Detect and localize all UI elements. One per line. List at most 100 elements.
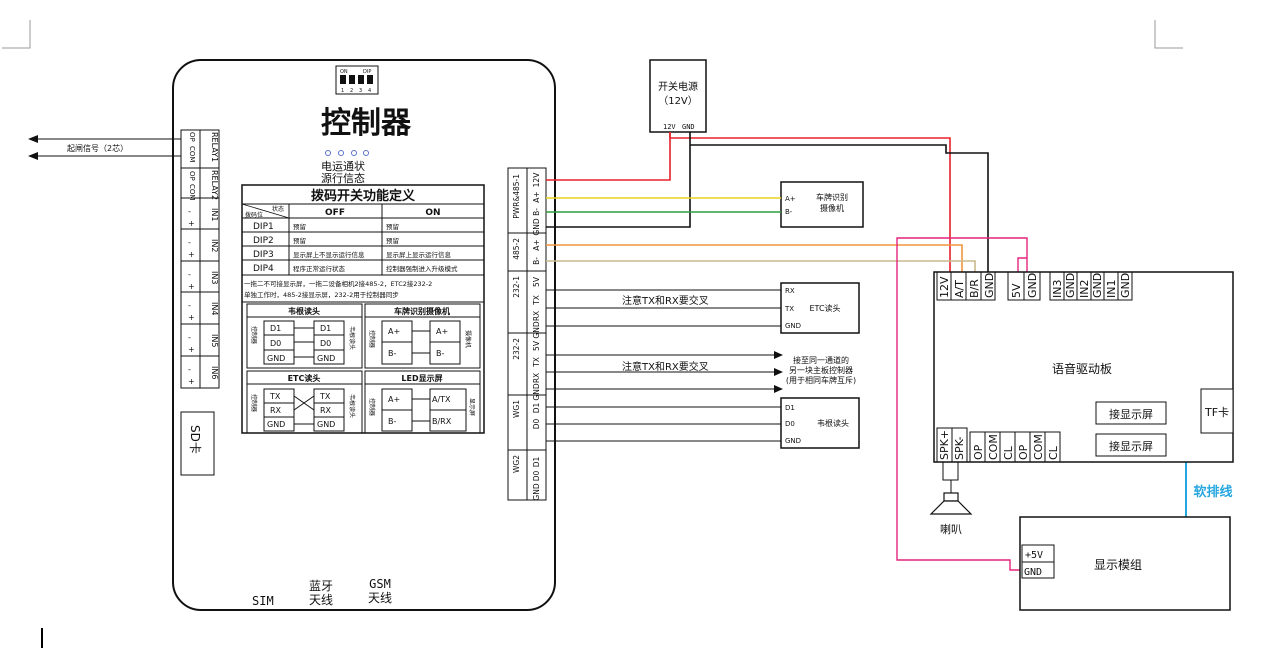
controller-title: 控制器 xyxy=(321,106,412,141)
term-pin-rx1: RX xyxy=(532,311,541,321)
mini-wg-dev: 韦根读头 xyxy=(348,326,356,350)
dip-note-line1: 一拖二不可接显示屏，一拖二设备相机2接485-2，ETC2接232-2 xyxy=(244,279,432,288)
mini-wg-ctrl: 控制器 xyxy=(250,326,258,344)
status-label-line1: 电运通状 xyxy=(321,159,365,173)
tf-card-slot xyxy=(1200,388,1234,434)
voice-pin-cl2: CL xyxy=(1047,445,1060,460)
dip-col-on: ON xyxy=(425,208,440,218)
mini-wg-l1: D0 xyxy=(270,339,281,348)
left-terminal-strip xyxy=(180,129,220,389)
voice-board-title: 语音驱动板 xyxy=(1052,361,1112,376)
mini-wg-l2: GND xyxy=(267,354,285,363)
term-pin-gnd-232: GND xyxy=(532,321,541,338)
term-pin-wg2-d1: D1 xyxy=(532,456,541,467)
in2-minus: - xyxy=(188,238,191,247)
camera-pin-a: A+ xyxy=(785,195,796,203)
term-group-5: WG1 xyxy=(512,400,521,418)
input-labels: IN1 IN2 IN3 IN4 IN5 IN6 xyxy=(210,208,219,379)
voice-pin-op2: OP xyxy=(1017,444,1030,460)
camera-label-2: 摄像机 xyxy=(820,203,844,213)
mini-cam-title: 车牌识别摄像机 xyxy=(394,306,450,316)
display-port-1-label: 接显示屏 xyxy=(1109,408,1153,421)
mini-cam-r1: B- xyxy=(436,349,444,358)
etc-pin-rx: RX xyxy=(785,287,795,295)
relay2-label: RELAY2 xyxy=(210,170,219,200)
display-pin-5v: +5V xyxy=(1025,550,1043,561)
relay1-label: RELAY1 xyxy=(210,132,219,162)
dip1-off: 预留 xyxy=(293,222,306,231)
display-port-2-label: 接显示屏 xyxy=(1109,440,1153,453)
mini-wg-r1: D0 xyxy=(320,339,331,348)
dip-corner-top: 状态 xyxy=(272,205,284,213)
voice-pin-in1: IN1 xyxy=(1105,280,1118,298)
relay2-op: OP xyxy=(188,171,196,181)
etc-label: ETC读头 xyxy=(809,303,840,313)
term-pin-b1: B- xyxy=(532,208,541,216)
wg-label: 韦根读头 xyxy=(817,418,849,428)
term-pin-wg1-d0: D0 xyxy=(532,418,541,429)
voice-pin-in3: IN3 xyxy=(1051,280,1064,298)
voice-pin-gnd2: GND xyxy=(1026,273,1039,298)
in1-label: IN1 xyxy=(210,208,219,221)
display-module-title: 显示模组 xyxy=(1094,558,1142,572)
term-pin-wg1-d1: D1 xyxy=(532,402,541,413)
terminal-text: PWR&485-1 485-2 232-1 232-2 WG1 WG2 12V … xyxy=(512,172,541,501)
term-pin-a2: A+ xyxy=(532,239,541,250)
dip2-key: DIP2 xyxy=(253,236,274,246)
plate-camera-box: A+ B- 车牌识别 摄像机 xyxy=(780,181,864,228)
relay1-op: OP xyxy=(188,132,196,142)
arrow-left-icon xyxy=(28,135,38,143)
sync-note-line3: (用于相同车牌互斥) xyxy=(786,375,856,385)
mini-wg-r2: GND xyxy=(317,354,335,363)
voice-pin-gnd1: GND xyxy=(983,273,996,298)
term-pin-tx2: TX xyxy=(532,357,541,368)
dip-note-line2: 单独工作时，485-2接显示屏，232-2用于控制器同步 xyxy=(244,290,399,299)
bt-label-line1: 蓝牙 xyxy=(309,579,333,593)
in2-label: IN2 xyxy=(210,239,219,252)
in1-minus: - xyxy=(188,207,191,216)
dip-table-text: 拨码开关功能定义 状态 拨码位 OFF ON DIP1 预留 预留 DIP2 预… xyxy=(244,188,458,299)
cross-note-2: 注意TX和RX要交叉 xyxy=(622,360,709,373)
mini-led-ctrl: 控制器 xyxy=(368,398,376,416)
mini-wiegand-title: 韦根读头 xyxy=(288,306,320,316)
wiegand-reader-box: D1 D0 GND 韦根读头 xyxy=(780,397,860,449)
in4-label: IN4 xyxy=(210,302,219,315)
dip-icon-num-2: 2 xyxy=(350,88,353,94)
dip-table-title: 拨码开关功能定义 xyxy=(311,188,416,204)
switching-power-supply: 开关电源 （12V） 12V GND xyxy=(649,59,707,133)
voice-pin-br: B/R xyxy=(968,279,981,298)
dip-icon-num-4: 4 xyxy=(368,88,371,94)
status-label-line2: 源行信态 xyxy=(321,171,365,185)
mini-led-dev: 显示屏 xyxy=(468,398,475,416)
wire-12v-controller xyxy=(546,132,671,181)
wire-485-2-b xyxy=(546,260,976,272)
mini-cam-ctrl: 控制器 xyxy=(368,330,376,348)
term-pin-gnd-wg: GND xyxy=(532,383,541,400)
voice-pin-gnd5: GND xyxy=(1119,273,1132,298)
display-port-2 xyxy=(1095,433,1167,457)
etc-pin-tx: TX xyxy=(784,305,794,313)
mini-etc-r0: TX xyxy=(319,392,331,401)
ribbon-cable-label: 软排线 xyxy=(1193,484,1232,500)
relay-labels: RELAY1 RELAY2 OP COM OP COM xyxy=(188,132,219,200)
in3-minus: - xyxy=(188,270,191,279)
in6-plus: + xyxy=(188,377,195,386)
controller-body xyxy=(172,59,556,611)
mini-wiring-text: 韦根读头 车牌识别摄像机 ETC读头 LED显示屏 控制器 韦根读头 控制器 摄… xyxy=(250,306,475,429)
mini-cam-dev: 摄像机 xyxy=(464,330,472,348)
mini-led-r0: A/TX xyxy=(432,395,451,404)
mini-led-title: LED显示屏 xyxy=(401,374,442,383)
term-group-4: 232-2 xyxy=(512,338,521,360)
term-pin-rx2: RX xyxy=(532,373,541,383)
dip-col-off: OFF xyxy=(325,208,345,218)
term-pin-wg2-d0: D0 xyxy=(532,470,541,481)
display-pin-gnd: GND xyxy=(1024,567,1042,578)
mini-wg-r0: D1 xyxy=(320,324,331,333)
term-pin-b2: B- xyxy=(532,257,541,265)
relay1-com: COM xyxy=(188,146,196,162)
in6-minus: - xyxy=(188,365,191,374)
term-pin-wg2-gnd: GND xyxy=(532,483,541,500)
wire-spk-plus xyxy=(942,460,952,493)
mini-etc-l2: GND xyxy=(267,420,285,429)
wire-485-2-a xyxy=(546,244,963,272)
